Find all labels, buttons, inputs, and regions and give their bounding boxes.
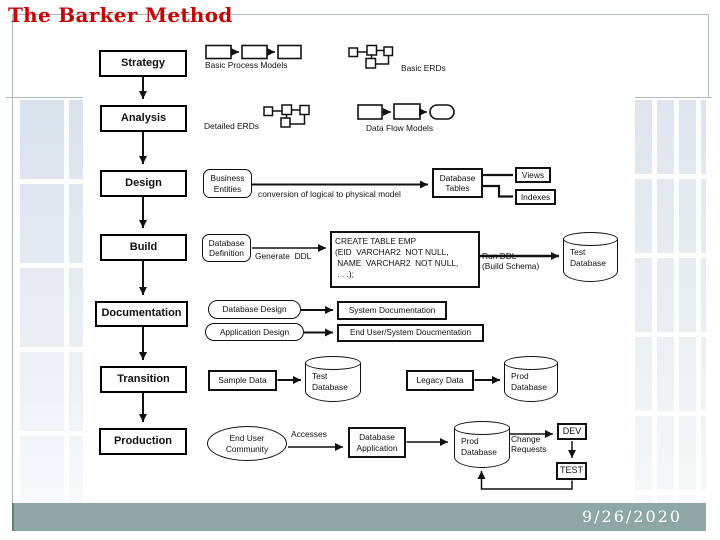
node-ddl-code: CREATE TABLE EMP (EID VARCHAR2 NOT NULL,… [330, 231, 480, 288]
node-system-documentation: System Documentation [337, 301, 447, 320]
background-tile-strip-right [635, 100, 706, 503]
label-conversion: conversion of logical to physical model [258, 189, 401, 199]
frame-line-mid-right [634, 97, 712, 98]
node-test-database-transition: Test Database [305, 356, 361, 402]
node-test-database-build: Test Database [563, 232, 618, 282]
frame-line-top [12, 14, 709, 15]
node-legacy-data: Legacy Data [406, 370, 474, 391]
node-test: TEST [556, 462, 587, 480]
label-change-requests: Change Requests [511, 434, 547, 455]
node-indexes: Indexes [515, 189, 556, 205]
test-database-label: Test Database [312, 371, 348, 392]
background-tile-strip-left [20, 100, 83, 503]
slide-title: The Barker Method [8, 3, 233, 27]
node-end-user-system-documentation: End User/System Doucmentation [337, 324, 484, 342]
node-views: Views [515, 167, 551, 183]
label-basic-process-models: Basic Process Models [205, 60, 288, 70]
node-database-tables: Database Tables [432, 168, 483, 198]
label-detailed-erds: Detailed ERDs [204, 121, 259, 131]
design-row-connectors [252, 173, 513, 198]
node-sample-data: Sample Data [208, 370, 277, 391]
label-accesses: Accesses [291, 429, 327, 439]
prod-database-label: Prod Database [461, 436, 497, 457]
node-end-user-community: End User Community [207, 426, 287, 461]
stage-transition: Transition [100, 366, 187, 393]
slide-date: 9/26/2020 [581, 507, 682, 526]
data-flow-models-diagram [357, 103, 455, 120]
label-data-flow-models: Data Flow Models [366, 123, 434, 133]
node-application-design: Application Design [205, 323, 304, 341]
basic-erds-diagram [348, 44, 394, 69]
label-run-ddl: Run DDL (Build Schema) [482, 251, 540, 272]
node-prod-database-transition: Prod Database [504, 356, 558, 402]
stage-design: Design [100, 170, 187, 197]
detailed-erds-diagram [263, 104, 310, 128]
stage-production: Production [99, 428, 187, 455]
label-generate-ddl: Generate DDL [255, 251, 312, 261]
node-database-application: Database Application [348, 427, 406, 458]
node-database-design: Database Design [208, 300, 301, 319]
label-basic-erds: Basic ERDs [401, 63, 446, 73]
documentation-row-connectors [301, 306, 333, 337]
basic-process-models-diagram [205, 44, 302, 60]
stage-build: Build [100, 234, 187, 261]
stage-analysis: Analysis [100, 105, 187, 132]
node-database-definition: Database Definition [202, 234, 251, 262]
node-dev: DEV [557, 423, 587, 440]
test-database-label: Test Database [570, 247, 606, 268]
production-row-connectors [288, 430, 576, 490]
frame-line-right [708, 14, 709, 98]
node-business-entities: Business Entities [203, 169, 252, 198]
stage-documentation: Documentation [95, 301, 188, 327]
build-row-connectors [252, 244, 559, 260]
node-prod-database-production: Prod Database [454, 421, 510, 468]
footer-bar: 9/26/2020 [12, 503, 706, 531]
frame-line-left [12, 14, 13, 503]
frame-line-mid-left [6, 97, 84, 98]
stage-strategy: Strategy [99, 50, 187, 77]
prod-database-label: Prod Database [511, 371, 547, 392]
